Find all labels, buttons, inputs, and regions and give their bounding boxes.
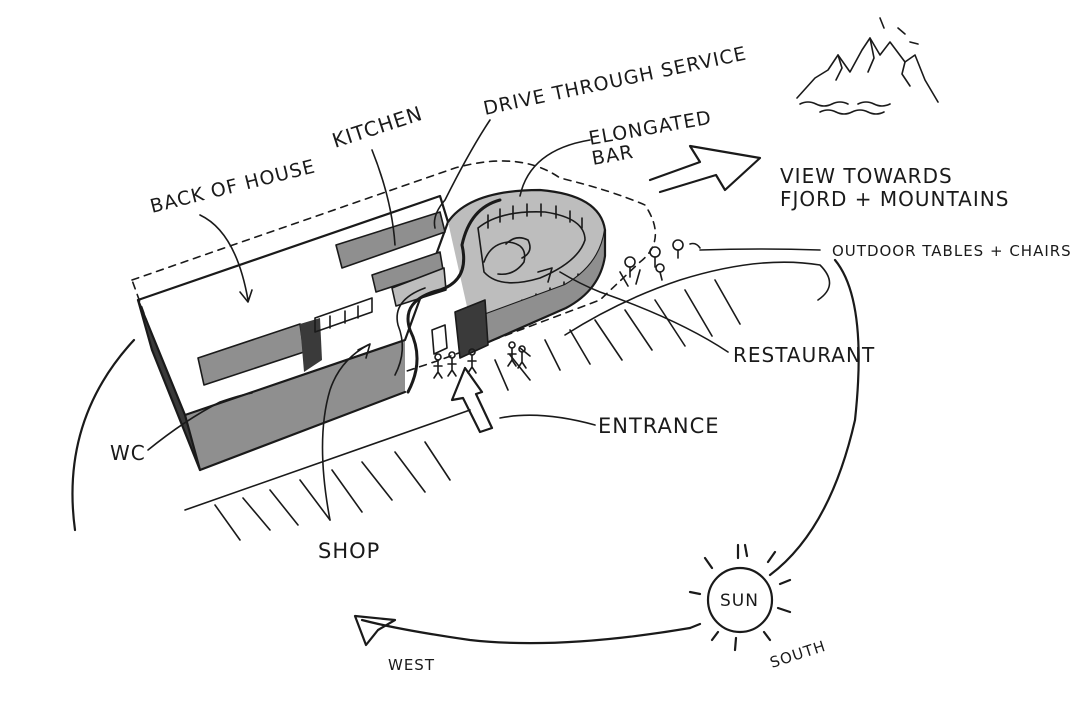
label-south: SOUTH [768,637,828,672]
label-elongated: ELONGATED [587,107,714,150]
building-volume [136,188,607,472]
leader-lines [147,119,821,521]
parking-lines [184,261,831,541]
sun-icon [688,543,792,652]
label-west: WEST [388,656,435,674]
label-outdoor: OUTDOOR TABLES + CHAIRS [832,242,1072,260]
view-arrow-icon [648,144,762,194]
label-sun: SUN [720,591,759,611]
outdoor-table-icon [619,239,701,287]
label-entrance: ENTRANCE [598,414,720,438]
label-restaurant: RESTAURANT [733,343,875,367]
label-back-of-house: BACK OF HOUSE [148,155,318,217]
west-arrow-icon [353,614,397,647]
label-shop: SHOP [318,539,380,563]
label-view-line2: FJORD + MOUNTAINS [780,187,1009,211]
label-view-line1: VIEW TOWARDS [780,164,953,188]
label-kitchen: KITCHEN [329,101,426,153]
label-wc: WC [110,441,146,465]
sun-path [71,258,860,645]
site-boundary [131,160,657,431]
mountains-icon [796,17,939,115]
people-icon [433,341,527,379]
entrance-arrow-icon [450,366,494,434]
